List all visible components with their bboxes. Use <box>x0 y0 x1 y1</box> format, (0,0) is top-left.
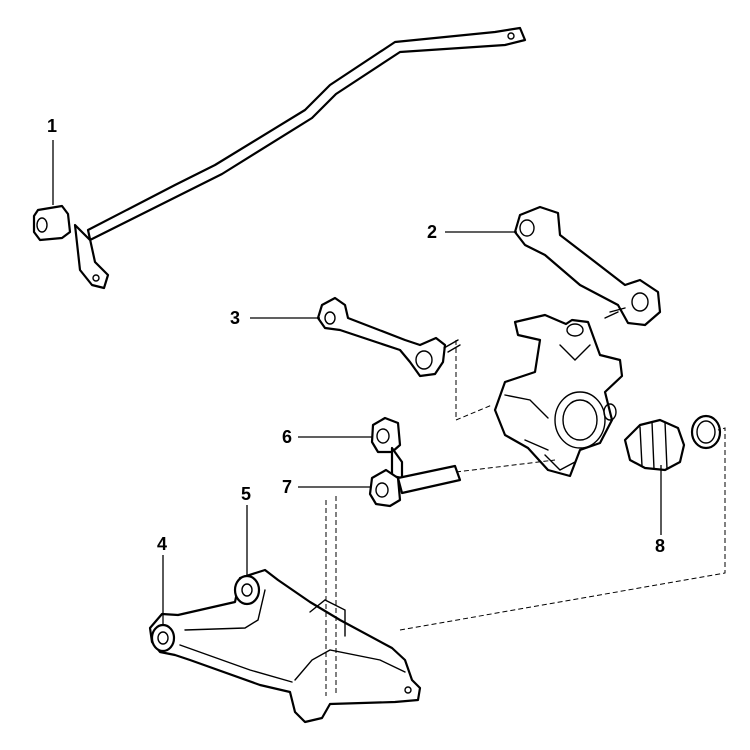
tie-rod-icon <box>316 296 461 378</box>
wheel-bearing-boot-icon <box>623 414 722 472</box>
link-lower-bushing-icon <box>368 464 462 508</box>
callout-2: 2 <box>427 222 437 242</box>
callout-5: 5 <box>241 484 251 504</box>
stabilizer-bar <box>73 26 527 290</box>
lower-control-arm <box>148 568 422 724</box>
upper-control-arm-icon <box>513 205 662 327</box>
lower-control-arm-bushing-icon <box>150 623 176 653</box>
link-body <box>390 446 404 480</box>
callout-8: 8 <box>655 536 665 556</box>
stabilizer-bar-bushing-icon <box>32 204 72 242</box>
lower-control-arm-rear-bushing-icon <box>233 574 261 606</box>
callout-6: 6 <box>282 427 292 447</box>
callout-1: 1 <box>47 116 57 136</box>
callout-3: 3 <box>230 308 240 328</box>
wheel-carrier-knuckle <box>493 313 624 478</box>
callout-7: 7 <box>282 477 292 497</box>
link-upper-bushing-icon <box>370 416 402 454</box>
callout-4: 4 <box>157 534 167 554</box>
assembly-dashed-lines <box>325 340 726 696</box>
callout-labels: 1 2 3 4 5 6 7 8 <box>47 116 665 556</box>
leader-lines <box>52 140 662 625</box>
